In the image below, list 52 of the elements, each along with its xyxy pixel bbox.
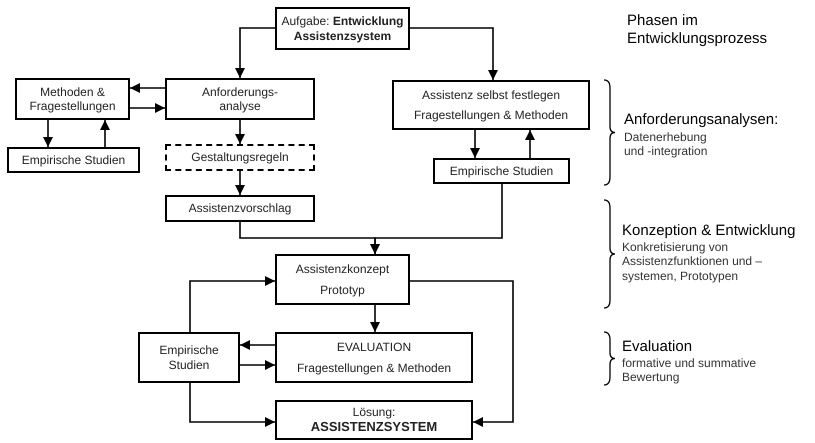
node-title: Anforderungs- analyse [200, 84, 280, 114]
process-box [433, 158, 570, 184]
process-box [165, 78, 315, 120]
arrow [43, 120, 53, 147]
phase-heading: Evaluation [622, 338, 694, 356]
node-title: Assistenzvorschlag [188, 201, 292, 216]
phase-heading: Phasen im Entwicklungsprozess [627, 12, 768, 48]
node-title: Empirische Studien [22, 152, 126, 168]
node-title: Aufgabe: Entwicklung Assistenzsystem [280, 14, 405, 43]
node-text: Fragestellungen & Methoden [296, 360, 452, 375]
process-box [165, 195, 315, 222]
node-title: EVALUATION [336, 340, 412, 354]
node-title: Assistenz selbst festlegen [422, 88, 560, 102]
node-title: Assistenzkonzept [296, 262, 390, 276]
arrow [235, 171, 245, 195]
node-title: Methoden & Fragestellungen [28, 84, 117, 114]
node-text: Prototyp [320, 282, 365, 297]
arrow [240, 360, 275, 370]
process-box [275, 7, 410, 50]
arrow [525, 130, 535, 158]
arrow [410, 280, 514, 427]
phase-description: Konkretisierung von Assistenzfunktionen und –systemen, Prototypen [622, 240, 764, 284]
dashed-process-box [165, 144, 315, 171]
node-text: ASSISTENZSYSTEM [310, 419, 438, 435]
arrow [410, 27, 498, 80]
arrow [370, 305, 380, 332]
process-box [138, 332, 240, 383]
arrow [235, 120, 245, 144]
process-box [7, 147, 140, 173]
node-title: Gestaltungsregeln [191, 150, 289, 165]
process-box [15, 78, 130, 120]
phase-description: Datenerhebung und -integration [624, 130, 708, 159]
phase-heading: Konzeption & Entwicklung [622, 222, 796, 240]
arrow [100, 120, 110, 147]
arrow [470, 130, 480, 158]
node-text: Fragestellungen & Methoden [414, 108, 568, 122]
process-box [275, 400, 473, 440]
process-box [392, 80, 590, 130]
node-title: Empirische Studien [450, 164, 554, 178]
arrow [130, 103, 165, 113]
arrow [235, 27, 275, 78]
arrow [189, 276, 275, 332]
node-title: Lösung: [352, 405, 396, 420]
phase-heading: Anforderungsanalysen: [624, 111, 780, 129]
arrow [189, 383, 275, 427]
arrow [370, 184, 503, 254]
phase-description: formative und summative Bewertung [622, 356, 758, 385]
node-title: Empirische Studien [158, 343, 220, 372]
process-box [275, 332, 473, 383]
process-box [275, 254, 410, 305]
arrow [240, 340, 275, 350]
arrow [130, 83, 165, 93]
